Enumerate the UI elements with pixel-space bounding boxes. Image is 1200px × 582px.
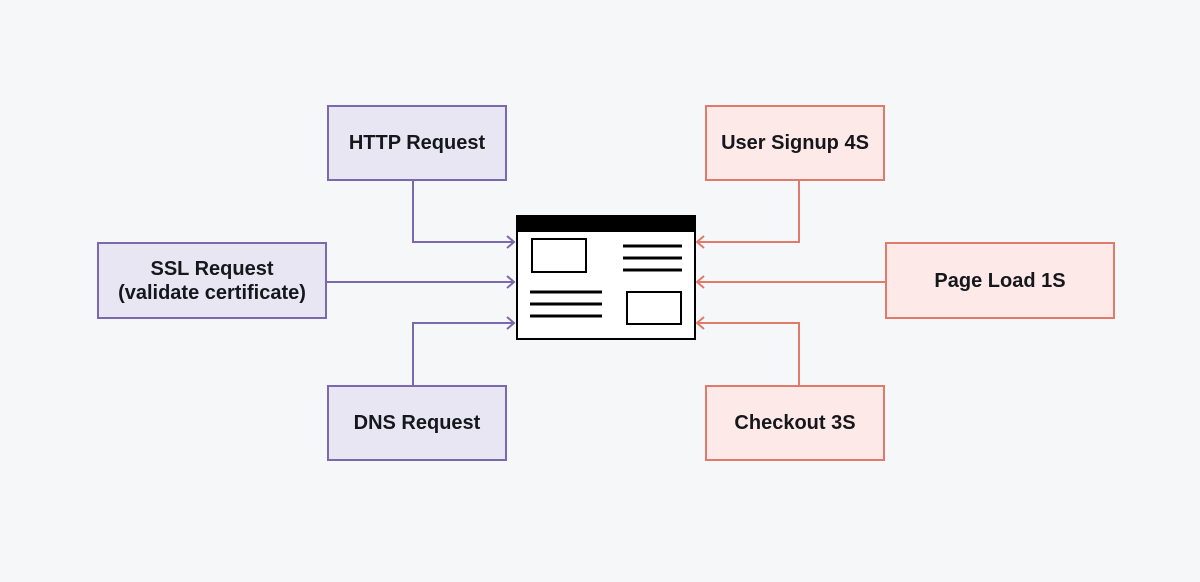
node-checkout: Checkout 3S (705, 385, 885, 461)
connector-checkout (697, 322, 800, 385)
arrowhead-checkout (695, 316, 705, 330)
image-placeholder-bottom (626, 291, 682, 325)
arrowhead-dns (506, 316, 516, 330)
node-dns-request: DNS Request (327, 385, 507, 461)
connector-dns (412, 322, 514, 385)
node-label: User Signup 4S (721, 132, 869, 154)
connector-http (412, 181, 514, 243)
image-placeholder-top (531, 238, 587, 273)
webpage-icon (516, 215, 696, 340)
node-label: Checkout 3S (734, 412, 856, 434)
node-ssl-request: SSL Request (validate certificate) (97, 242, 327, 319)
node-user-signup: User Signup 4S (705, 105, 885, 181)
node-label: HTTP Request (348, 132, 486, 154)
node-http-request: HTTP Request (327, 105, 507, 181)
node-label: Page Load 1S (934, 269, 1066, 292)
connector-signup (697, 181, 800, 243)
arrowhead-http (506, 235, 516, 249)
node-label: DNS Request (353, 412, 481, 434)
arrowhead-ssl (506, 275, 516, 289)
arrowhead-pageload (695, 275, 705, 289)
node-label: SSL Request (validate certificate) (118, 257, 306, 304)
arrowhead-signup (695, 235, 705, 249)
node-page-load: Page Load 1S (885, 242, 1115, 319)
